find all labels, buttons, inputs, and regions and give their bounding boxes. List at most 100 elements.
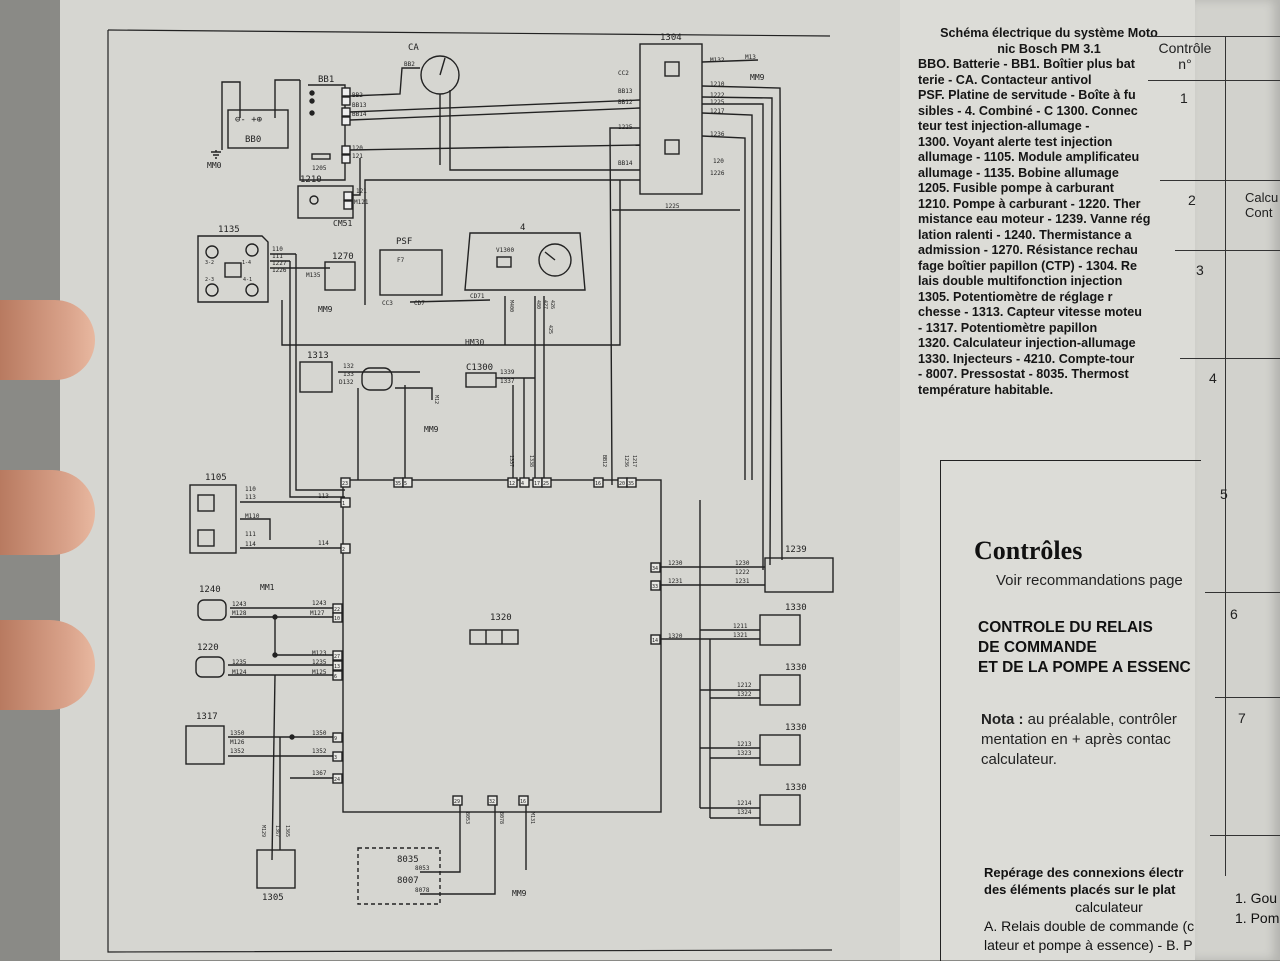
- svg-text:8007: 8007: [397, 876, 419, 886]
- ecu-pin-box: [650, 562, 661, 573]
- svg-text:1212: 1212: [737, 682, 752, 689]
- legend-line: BBO. Batterie - BB1. Boîtier plus bat: [918, 57, 1135, 71]
- legend-line: 1300. Voyant alerte test injection: [918, 134, 1113, 149]
- ecu-1320: [342, 479, 662, 813]
- controle-relais-heading: CONTROLE DU RELAIS DE COMMANDE ET DE LA …: [978, 618, 1191, 678]
- reperage-line-1: Repérage des connexions électr: [984, 865, 1184, 880]
- fuel-pump-1210: [297, 185, 354, 219]
- svg-text:8078: 8078: [498, 812, 504, 824]
- ecu-pin-box: [332, 732, 343, 743]
- svg-text:113: 113: [318, 493, 329, 500]
- header-n: n°: [1178, 56, 1192, 72]
- svg-text:M124: M124: [232, 669, 247, 676]
- control-num-1: 1: [1180, 90, 1188, 106]
- ecu-pin-label: 13: [334, 664, 340, 670]
- control-num-2: 2: [1188, 192, 1196, 208]
- ecu-pin-label: 29: [454, 799, 460, 805]
- svg-text:M125: M125: [312, 669, 327, 676]
- svg-text:BB14: BB14: [618, 160, 633, 167]
- label-cm51: CM51: [333, 219, 352, 228]
- label-1210: 1210: [300, 175, 322, 185]
- ecu-pin-box: [332, 751, 343, 762]
- svg-text:⊖- +⊕: ⊖- +⊕: [235, 115, 262, 125]
- svg-text:120: 120: [352, 145, 363, 152]
- ecu-pin-label: 9: [334, 736, 337, 742]
- svg-text:1236: 1236: [710, 131, 725, 138]
- svg-text:1330: 1330: [785, 663, 807, 673]
- svg-text:110: 110: [245, 486, 256, 493]
- label-mm9-1313: MM9: [424, 425, 439, 434]
- controles-box: [940, 460, 1201, 961]
- svg-text:3-2: 3-2: [205, 260, 214, 266]
- svg-text:BB13: BB13: [618, 88, 633, 95]
- svg-text:111: 111: [272, 253, 283, 260]
- ecu-pin-box: [332, 660, 343, 671]
- svg-text:BB14: BB14: [352, 111, 367, 118]
- svg-text:1320: 1320: [668, 633, 683, 640]
- ecu-pin-label: 14: [652, 638, 658, 644]
- ignition-amplifier-1105: [189, 484, 237, 554]
- ecu-pin-label: 2: [342, 547, 345, 553]
- svg-text:121: 121: [352, 153, 363, 160]
- svg-text:1222: 1222: [710, 92, 725, 99]
- svg-text:1222: 1222: [735, 569, 750, 576]
- legend-line: mistance eau moteur - 1239. Vanne rég: [918, 212, 1151, 226]
- svg-text:BB13: BB13: [352, 102, 367, 109]
- ecu-pin-label: 35: [395, 481, 401, 487]
- legend-line: teur test injection-allumage -: [918, 119, 1090, 133]
- svg-text:M131: M131: [529, 812, 535, 824]
- svg-text:1217: 1217: [710, 108, 725, 115]
- far-item-2: 1. Pom: [1235, 910, 1280, 926]
- injector-1330-4: 1330: [759, 783, 807, 826]
- svg-text:110: 110: [272, 246, 283, 253]
- reperage-line-3: calculateur: [1075, 899, 1143, 915]
- table-border: [1180, 358, 1280, 359]
- legend-line: chesse - 1313. Capteur vitesse moteu: [918, 305, 1142, 319]
- svg-text:2-3: 2-3: [205, 277, 214, 283]
- svg-text:120: 120: [713, 158, 724, 165]
- table-border: [1225, 36, 1226, 876]
- ecu-pin-label: 27: [334, 654, 340, 660]
- svg-text:1352: 1352: [230, 748, 245, 755]
- svg-text:1210: 1210: [710, 81, 725, 88]
- svg-text:426: 426: [549, 300, 555, 309]
- svg-text:M129: M129: [260, 825, 266, 837]
- ecu-pin-label: 16: [520, 799, 526, 805]
- table-border: [1160, 180, 1280, 181]
- svg-text:1231: 1231: [735, 578, 750, 585]
- legend-line: sibles - 4. Combiné - C 1300. Connec: [918, 103, 1138, 118]
- test-connector-c1300: [465, 372, 497, 388]
- label-1220: 1220: [197, 643, 219, 653]
- svg-text:1227: 1227: [272, 260, 287, 267]
- svg-text:121: 121: [356, 188, 367, 195]
- control-num-4: 4: [1209, 370, 1217, 386]
- svg-text:1367: 1367: [274, 825, 280, 837]
- ecu-pin-box: [340, 543, 351, 554]
- svg-text:1367: 1367: [312, 770, 327, 777]
- ecu-pin-label: 22: [334, 607, 340, 613]
- ecu-pin-label: 25: [543, 481, 549, 487]
- svg-text:1225: 1225: [665, 203, 680, 210]
- nota-text: au préalable, contrôler mentation en + a…: [981, 711, 1177, 768]
- label-1313: 1313: [307, 351, 329, 361]
- svg-text:113: 113: [245, 494, 256, 501]
- svg-text:1243: 1243: [312, 600, 327, 607]
- svg-text:F7: F7: [397, 257, 405, 264]
- legend-line: lation ralenti - 1240. Thermistance a: [918, 227, 1132, 242]
- svg-text:1337: 1337: [500, 378, 515, 385]
- svg-text:1339: 1339: [500, 369, 515, 376]
- svg-text:1205: 1205: [312, 165, 327, 172]
- svg-text:1321: 1321: [733, 632, 748, 639]
- ecu-pin-box: [332, 670, 343, 681]
- svg-text:132: 132: [343, 363, 354, 370]
- injector-1330-3: 1330: [759, 723, 807, 766]
- text-page: [900, 0, 1200, 960]
- ecu-pin-label: 24: [334, 777, 340, 783]
- ecu-pin-box: [541, 477, 552, 488]
- svg-text:1352: 1352: [312, 748, 327, 755]
- ecu-pin-box: [332, 612, 343, 623]
- nota-label: Nota :: [981, 711, 1024, 728]
- svg-text:1330: 1330: [785, 603, 807, 613]
- legend-line: lais double multifonction injection: [918, 274, 1123, 288]
- table-border: [1215, 697, 1280, 698]
